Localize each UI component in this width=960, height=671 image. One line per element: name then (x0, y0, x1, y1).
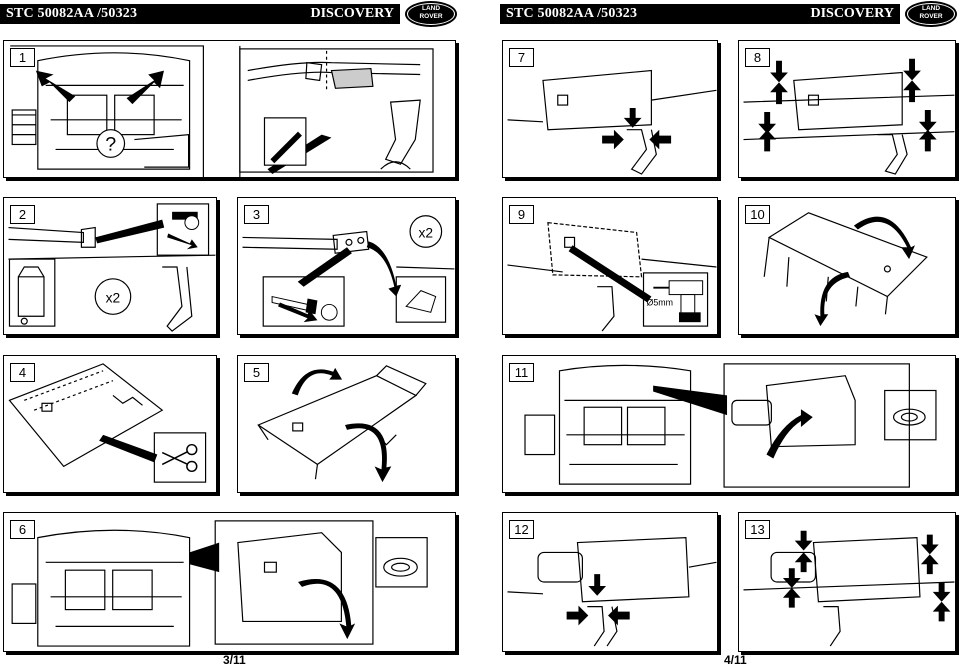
step-3-illustration: x2 (242, 215, 455, 327)
step-9-panel: 9 Ø5mm (502, 197, 718, 335)
step-number: 8 (745, 48, 770, 67)
step-12-illustration (507, 537, 717, 647)
header-bar-left: STC 50082AA /50323 DISCOVERY (0, 4, 400, 24)
step-10-illustration (763, 212, 928, 327)
step-6-illustration (11, 520, 428, 647)
step-9-illustration: Ø5mm (507, 221, 717, 332)
step-7-illustration (507, 69, 717, 175)
step-2-panel: 2 x2 (3, 197, 217, 335)
step-4-panel: 4 (3, 355, 217, 493)
step-3-panel: 3 x2 (237, 197, 456, 335)
step-number: 6 (10, 520, 35, 539)
step-number: 11 (509, 363, 534, 382)
page-number-right: 4/11 (724, 653, 747, 667)
quantity-label: x2 (419, 225, 434, 240)
step-number: 7 (509, 48, 534, 67)
page-number-left: 3/11 (223, 653, 246, 667)
step-12-panel: 12 (502, 512, 718, 652)
step-4-illustration (8, 363, 207, 483)
step-number: 2 (10, 205, 35, 224)
step-number: 5 (244, 363, 269, 382)
drill-size-label: Ø5mm (646, 297, 673, 307)
model-name: DISCOVERY (810, 6, 894, 21)
header-bar-right: STC 50082AA /50323 DISCOVERY (500, 4, 900, 24)
step-1-panel: 1 ? (3, 40, 456, 178)
step-number: 12 (509, 520, 534, 539)
step-number: 1 (10, 48, 35, 67)
step-10-panel: 10 (738, 197, 956, 335)
doc-code: STC 50082AA /50323 (6, 6, 138, 21)
step-number: 10 (745, 205, 770, 224)
step-number: 4 (10, 363, 35, 382)
quantity-label: x2 (106, 290, 121, 305)
step-2-illustration: x2 (8, 203, 216, 332)
step-number: 3 (244, 205, 269, 224)
model-name: DISCOVERY (310, 6, 394, 21)
step-5-illustration (257, 365, 427, 483)
step-13-panel: 13 (738, 512, 956, 652)
step-8-illustration (743, 58, 955, 175)
scissors-icon (161, 443, 198, 473)
step-13-illustration (743, 530, 955, 647)
question-mark: ? (105, 133, 116, 155)
doc-code: STC 50082AA /50323 (506, 6, 638, 21)
step-1-illustration: ? (10, 45, 434, 177)
drill-icon (653, 280, 704, 323)
step-7-panel: 7 (502, 40, 718, 178)
step-11-illustration (524, 363, 937, 488)
step-number: 9 (509, 205, 534, 224)
knife-icon (270, 131, 302, 164)
step-5-panel: 5 (237, 355, 456, 493)
step-11-panel: 11 (502, 355, 956, 493)
step-number: 13 (745, 520, 770, 539)
step-8-panel: 8 (738, 40, 956, 178)
step-6-panel: 6 (3, 512, 456, 652)
